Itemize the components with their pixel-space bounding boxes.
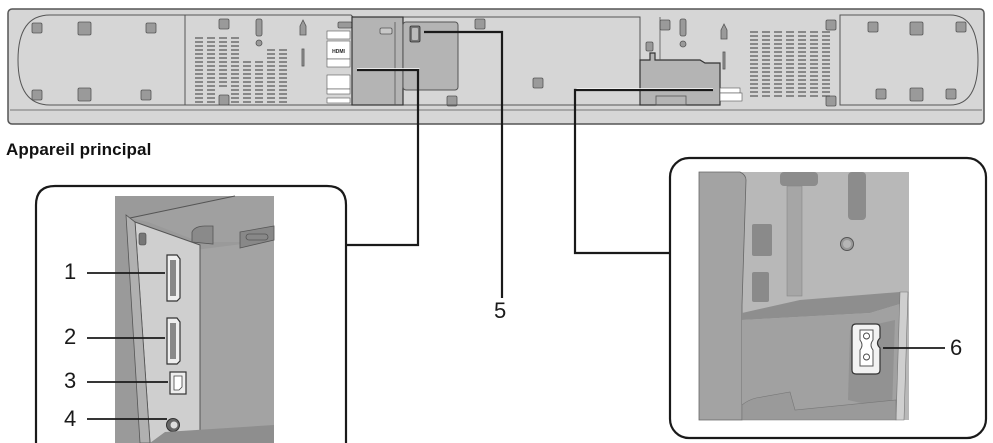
callout-2: 2 xyxy=(64,324,77,349)
callout-5: 5 xyxy=(494,298,507,323)
diagram-caption: Appareil principal xyxy=(6,140,152,159)
inset-ports-closeup xyxy=(34,184,348,443)
leader-line-left-inset xyxy=(346,68,420,247)
inset-power-closeup xyxy=(668,156,988,440)
vent-grille-right xyxy=(750,31,830,97)
soundbar-body: HDMI xyxy=(7,8,985,125)
leader-lines xyxy=(346,30,713,298)
port-panel: HDMI xyxy=(326,30,351,104)
callout-6: 6 xyxy=(950,335,963,360)
callout-3: 3 xyxy=(64,368,77,393)
leader-line-right-inset xyxy=(573,88,713,255)
leader-line-5 xyxy=(424,30,504,298)
hdmi-port-1 xyxy=(166,254,181,302)
vent-grille-left xyxy=(195,37,203,103)
optical-port xyxy=(169,371,187,395)
analog-jack xyxy=(166,418,180,432)
ac-inlet xyxy=(851,323,881,375)
hdmi-port-2 xyxy=(166,317,181,365)
callout-4: 4 xyxy=(64,406,77,431)
svg-text:HDMI: HDMI xyxy=(332,49,345,55)
callout-1: 1 xyxy=(64,259,77,284)
